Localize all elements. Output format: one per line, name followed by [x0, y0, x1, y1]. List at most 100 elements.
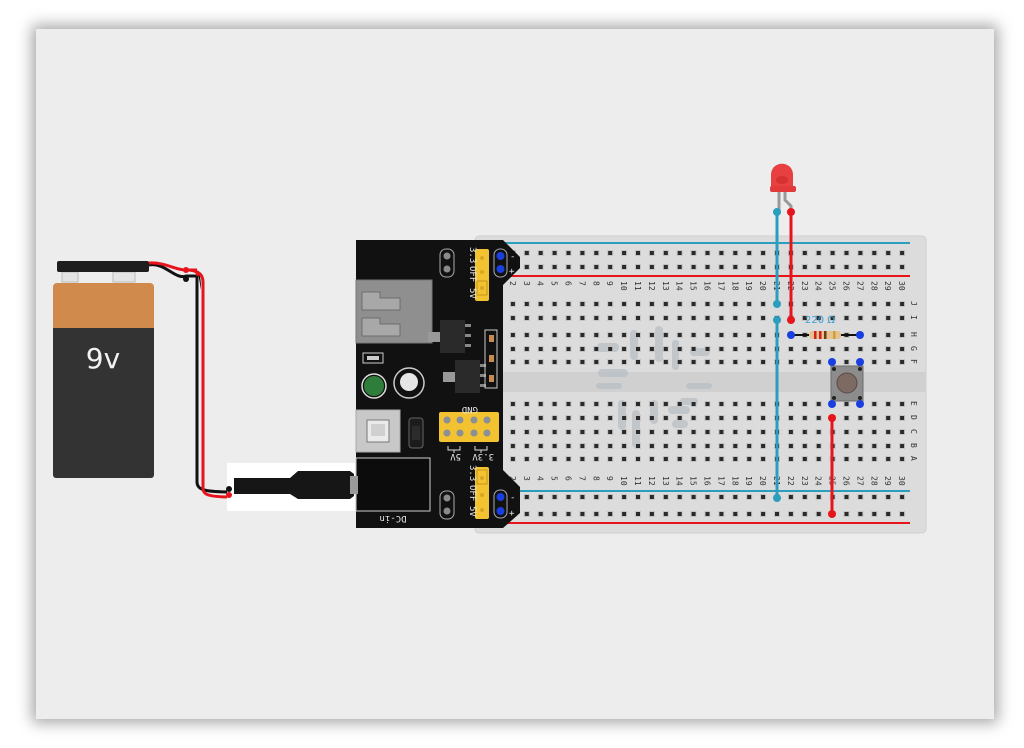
hole-A12[interactable]: [648, 456, 655, 462]
hole-J17[interactable]: [718, 301, 725, 307]
rail-hole-bottom-positive-13[interactable]: [662, 511, 669, 517]
hole-B2[interactable]: [509, 443, 516, 449]
rail-hole-bottom-negative-16[interactable]: [704, 494, 711, 500]
hole-C12[interactable]: [648, 429, 655, 435]
hole-A10[interactable]: [621, 456, 628, 462]
rail-hole-top-positive-4[interactable]: [537, 264, 544, 270]
hole-C22[interactable]: [787, 429, 794, 435]
hole-F11[interactable]: [635, 359, 641, 365]
hole-I9[interactable]: [607, 315, 614, 321]
rail-hole-bottom-positive-16[interactable]: [704, 511, 711, 517]
rail-hole-bottom-negative-6[interactable]: [565, 494, 572, 500]
hole-F19[interactable]: [746, 359, 753, 365]
hole-G6[interactable]: [565, 346, 572, 352]
hole-H7[interactable]: [579, 332, 586, 338]
hole-F22[interactable]: [787, 359, 794, 365]
hole-C24[interactable]: [815, 429, 822, 435]
rail-hole-top-negative-29[interactable]: [885, 250, 892, 256]
rail-hole-bottom-negative-26[interactable]: [843, 494, 850, 500]
hole-F2[interactable]: [509, 359, 516, 365]
hole-D3[interactable]: [523, 415, 530, 421]
rail-hole-bottom-negative-18[interactable]: [732, 494, 739, 500]
hole-H14[interactable]: [676, 332, 683, 338]
hole-G27[interactable]: [857, 346, 864, 352]
hole-H9[interactable]: [607, 332, 614, 338]
hole-B8[interactable]: [593, 443, 600, 449]
rail-hole-bottom-positive-10[interactable]: [621, 511, 628, 517]
hole-H15[interactable]: [690, 332, 697, 338]
hole-B5[interactable]: [551, 443, 558, 449]
rail-hole-bottom-positive-5[interactable]: [551, 511, 558, 517]
hole-H3[interactable]: [523, 332, 530, 338]
hole-J12[interactable]: [648, 301, 655, 307]
hole-J10[interactable]: [621, 301, 628, 307]
hole-F7[interactable]: [579, 359, 586, 365]
hole-B13[interactable]: [662, 443, 669, 449]
rail-hole-top-positive-28[interactable]: [871, 264, 878, 270]
rail-hole-top-positive-6[interactable]: [565, 264, 572, 270]
hole-C5[interactable]: [551, 429, 558, 435]
hole-D12[interactable]: [648, 415, 655, 421]
rail-hole-bottom-positive-14[interactable]: [676, 511, 683, 517]
hole-A9[interactable]: [607, 456, 614, 462]
rail-hole-bottom-positive-27[interactable]: [857, 511, 864, 517]
hole-B3[interactable]: [523, 443, 530, 449]
hole-I19[interactable]: [746, 315, 753, 321]
hole-H17[interactable]: [718, 332, 725, 338]
hole-C30[interactable]: [899, 429, 906, 435]
hole-A24[interactable]: [815, 456, 822, 462]
hole-H10[interactable]: [621, 332, 628, 338]
rail-hole-bottom-negative-19[interactable]: [746, 494, 753, 500]
hole-B19[interactable]: [746, 443, 753, 449]
rail-hole-top-negative-20[interactable]: [760, 250, 767, 256]
rail-hole-top-negative-5[interactable]: [551, 250, 558, 256]
hole-F10[interactable]: [621, 359, 628, 365]
rail-hole-bottom-positive-21[interactable]: [774, 511, 780, 517]
hole-B27[interactable]: [857, 443, 864, 449]
red-led[interactable]: [770, 163, 796, 192]
hole-B28[interactable]: [871, 443, 878, 449]
hole-J30[interactable]: [899, 301, 906, 307]
rail-hole-top-positive-14[interactable]: [676, 264, 683, 270]
hole-D7[interactable]: [579, 415, 586, 421]
hole-J26[interactable]: [843, 301, 850, 307]
rail-hole-bottom-negative-27[interactable]: [857, 494, 864, 500]
rail-hole-bottom-negative-12[interactable]: [648, 494, 655, 500]
hole-C4[interactable]: [537, 429, 544, 435]
hole-F16[interactable]: [704, 359, 711, 365]
hole-I25[interactable]: [829, 315, 836, 321]
hole-C8[interactable]: [593, 429, 600, 435]
rail-hole-top-negative-9[interactable]: [607, 250, 614, 256]
hole-I24[interactable]: [815, 315, 822, 321]
hole-J9[interactable]: [607, 301, 614, 307]
hole-B18[interactable]: [732, 443, 739, 449]
rail-hole-bottom-negative-24[interactable]: [815, 494, 822, 500]
hole-B30[interactable]: [899, 443, 906, 449]
hole-E30[interactable]: [899, 401, 906, 407]
rail-hole-bottom-negative-3[interactable]: [523, 494, 530, 500]
hole-I14[interactable]: [676, 315, 683, 321]
hole-E8[interactable]: [593, 401, 600, 407]
hole-D19[interactable]: [746, 415, 753, 421]
rail-hole-bottom-negative-13[interactable]: [662, 494, 669, 500]
rail-hole-top-negative-16[interactable]: [704, 250, 711, 256]
hole-H18[interactable]: [732, 332, 739, 338]
hole-G5[interactable]: [551, 346, 558, 352]
hole-F20[interactable]: [760, 359, 767, 365]
hole-G24[interactable]: [815, 346, 822, 352]
hole-D23[interactable]: [801, 415, 808, 421]
hole-C11[interactable]: [635, 429, 641, 435]
rail-hole-bottom-positive-19[interactable]: [746, 511, 753, 517]
hole-J20[interactable]: [760, 301, 767, 307]
hole-G26[interactable]: [843, 346, 850, 352]
rail-hole-top-negative-26[interactable]: [843, 250, 850, 256]
hole-E18[interactable]: [732, 401, 739, 407]
hole-G14[interactable]: [676, 346, 683, 352]
hole-H6[interactable]: [565, 332, 572, 338]
rail-hole-top-positive-9[interactable]: [607, 264, 614, 270]
rail-hole-bottom-negative-22[interactable]: [787, 494, 794, 500]
hole-E12[interactable]: [648, 401, 655, 407]
hole-I13[interactable]: [662, 315, 669, 321]
hole-G23[interactable]: [801, 346, 808, 352]
hole-F29[interactable]: [885, 359, 892, 365]
